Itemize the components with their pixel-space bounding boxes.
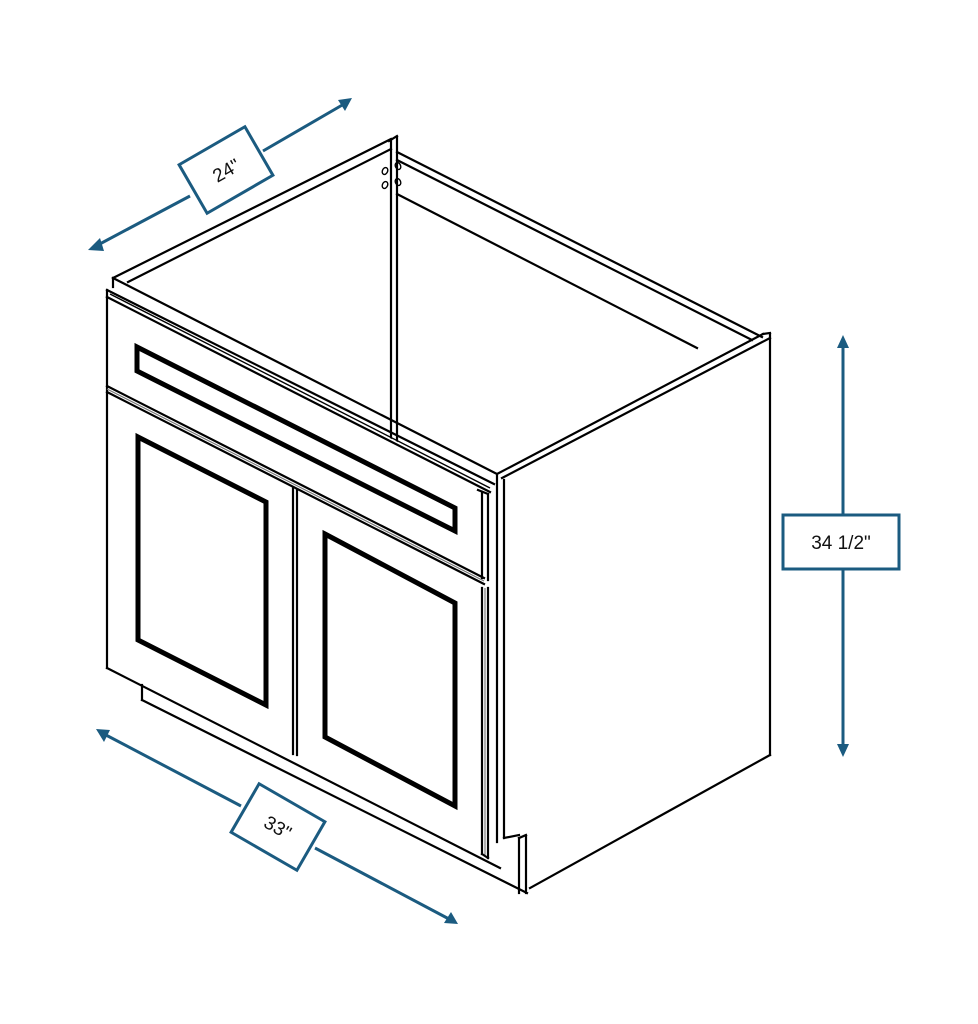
dimension-depth: 24" — [88, 98, 352, 251]
arrowhead-icon — [88, 238, 104, 251]
side-panel — [495, 331, 772, 893]
back-rail — [395, 150, 764, 350]
dimension-width: 33" — [96, 729, 458, 924]
dimension-label-height: 34 1/2" — [811, 533, 871, 554]
dimension-height: 34 1/2" — [781, 335, 901, 757]
cabinet — [105, 134, 772, 895]
shelf-pin-holes-icon — [381, 161, 402, 190]
arrowhead-icon — [444, 912, 458, 924]
arrowhead-icon — [338, 98, 352, 111]
arrowhead-icon — [96, 729, 110, 742]
left-door — [135, 432, 295, 756]
right-door — [295, 488, 490, 860]
left-top-rail — [111, 137, 393, 284]
arrowhead-icon — [837, 744, 849, 757]
face-frame — [105, 276, 529, 895]
arrowhead-icon — [837, 335, 849, 348]
false-drawer-front — [105, 342, 490, 586]
toe-kick-return — [502, 833, 528, 895]
